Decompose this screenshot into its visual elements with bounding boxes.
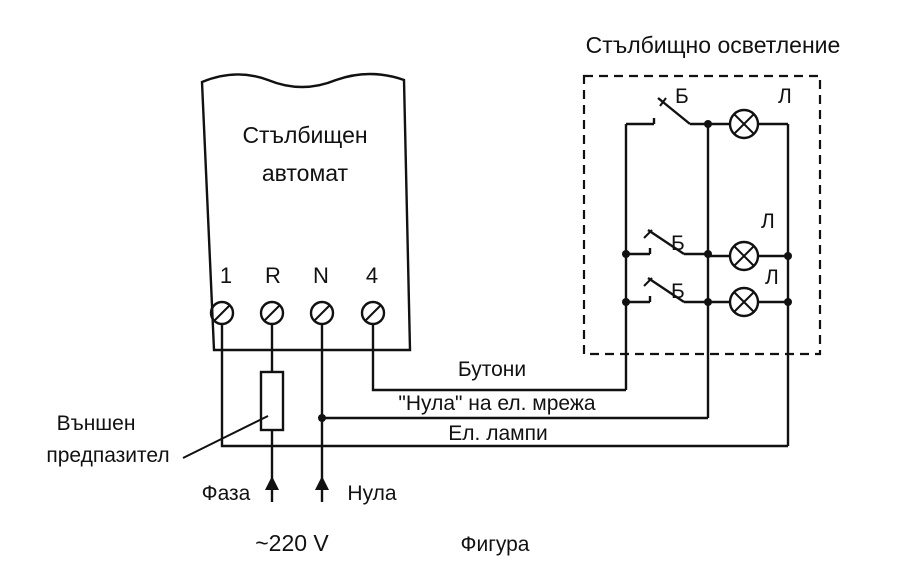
phase-arrow-icon: [265, 476, 279, 502]
staircase-automat: Стълбищен автомат 1 R N 4: [200, 72, 412, 352]
terminal-screw-1: [209, 300, 235, 326]
terminal-label-n: N: [313, 263, 329, 288]
terminal-screw-n: [309, 300, 335, 326]
terminal-screw-r: [259, 300, 285, 326]
terminal-label-1: 1: [220, 263, 232, 288]
label-neutral-network: "Нула" на ел. мрежа: [398, 392, 596, 415]
push-button-1: [626, 97, 708, 126]
terminal-screw-4: [360, 300, 386, 326]
supply-phase-label: Фаза: [202, 482, 251, 505]
wire-buttons: [371, 324, 626, 392]
lamp-label-1: Л: [778, 85, 792, 108]
fuse-label-line1: Външен: [57, 412, 136, 435]
switch-label-3: Б: [671, 280, 685, 303]
label-buttons: Бутони: [458, 358, 526, 381]
supply-voltage-label: ~220 V: [255, 530, 329, 556]
automat-label-line2: автомат: [262, 160, 349, 186]
fuse-pointer: [182, 415, 269, 459]
lamp-3: [708, 286, 788, 318]
terminal-label-r: R: [265, 263, 281, 288]
fuse-label-line2: предпазител: [46, 444, 169, 467]
lighting-circuit: Б Б Б Л Л Л: [622, 85, 792, 446]
lamp-label-3: Л: [765, 266, 779, 289]
lighting-enclosure: [582, 74, 822, 356]
lighting-title: Стълбищно осветление: [586, 32, 841, 58]
lamp-2: [708, 240, 788, 272]
switch-label-1: Б: [675, 85, 689, 108]
label-lamps: Ел. лампи: [448, 422, 547, 445]
external-fuse: [259, 370, 285, 432]
neutral-arrow-icon: [315, 476, 329, 502]
supply-neutral-label: Нула: [347, 482, 396, 505]
push-button-3: [626, 277, 708, 304]
terminal-label-4: 4: [366, 263, 378, 288]
switch-label-2: Б: [671, 232, 685, 255]
lamp-1: [708, 108, 788, 140]
wire-lamps: [220, 324, 788, 448]
interconnect-wires: [182, 324, 788, 502]
push-button-2: [626, 229, 708, 256]
lamp-label-2: Л: [761, 210, 775, 233]
figure-caption: Фигура: [461, 533, 530, 556]
automat-label-line1: Стълбищен: [242, 122, 367, 148]
